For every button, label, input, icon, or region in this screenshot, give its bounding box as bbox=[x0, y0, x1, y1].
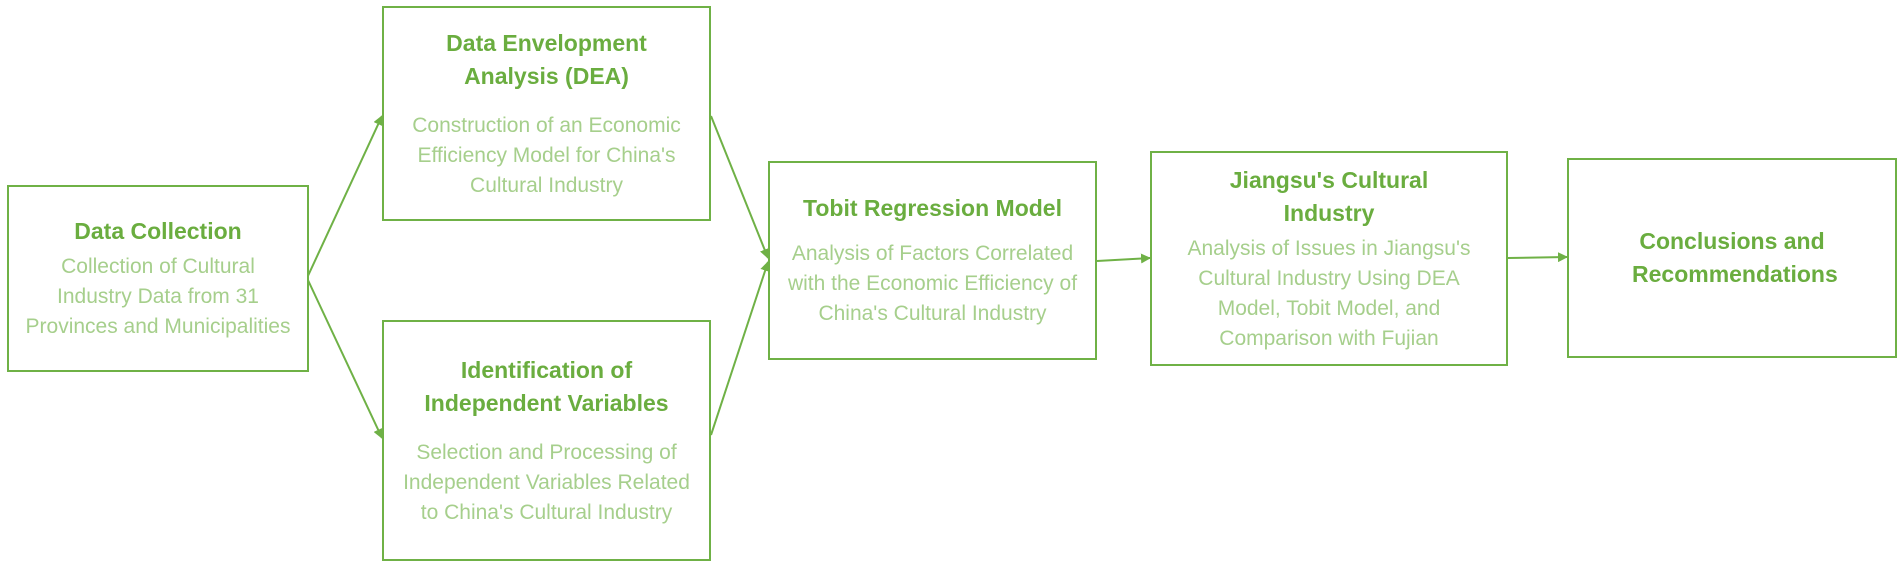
jiangsu-title: Jiangsu's Cultural Industry bbox=[1229, 166, 1429, 226]
tobit-desc: Analysis of Factors Correlated with the … bbox=[787, 242, 1078, 325]
dea-box: Data Envelopment Analysis (DEA) Construc… bbox=[382, 6, 711, 221]
arrow-collection-to-variables bbox=[306, 277, 383, 439]
jiangsu-desc: Analysis of Issues in Jiangsu's Cultural… bbox=[1187, 236, 1471, 350]
arrow-dea-to-tobit bbox=[710, 115, 770, 259]
dea-title: Data Envelopment Analysis (DEA) bbox=[446, 29, 647, 89]
conclusions-box: Conclusions and Recommendations bbox=[1567, 158, 1897, 358]
independent-variables-box: Identification of Independent Variables … bbox=[382, 320, 711, 561]
dea-desc: Construction of an Economic Efficiency M… bbox=[412, 113, 681, 197]
tobit-box: Tobit Regression Model Analysis of Facto… bbox=[768, 161, 1097, 360]
arrow-variables-to-tobit bbox=[710, 261, 770, 436]
arrow-collection-to-dea bbox=[306, 115, 383, 279]
conclusions-title: Conclusions and Recommendations bbox=[1632, 228, 1838, 287]
independent-variables-title: Identification of Independent Variables bbox=[424, 356, 669, 416]
tobit-title: Tobit Regression Model bbox=[803, 195, 1062, 221]
arrow-tobit-to-jiangsu bbox=[1096, 253, 1151, 264]
data-collection-desc: Collection of Cultural Industry Data fro… bbox=[25, 255, 291, 338]
independent-variables-desc: Selection and Processing of Independent … bbox=[403, 440, 690, 524]
arrow-jiangsu-to-conclusions bbox=[1507, 252, 1568, 263]
data-collection-title: Data Collection bbox=[74, 218, 242, 244]
data-collection-box: Data Collection Collection of Cultural I… bbox=[7, 185, 309, 372]
jiangsu-box: Jiangsu's Cultural Industry Analysis of … bbox=[1150, 151, 1508, 366]
